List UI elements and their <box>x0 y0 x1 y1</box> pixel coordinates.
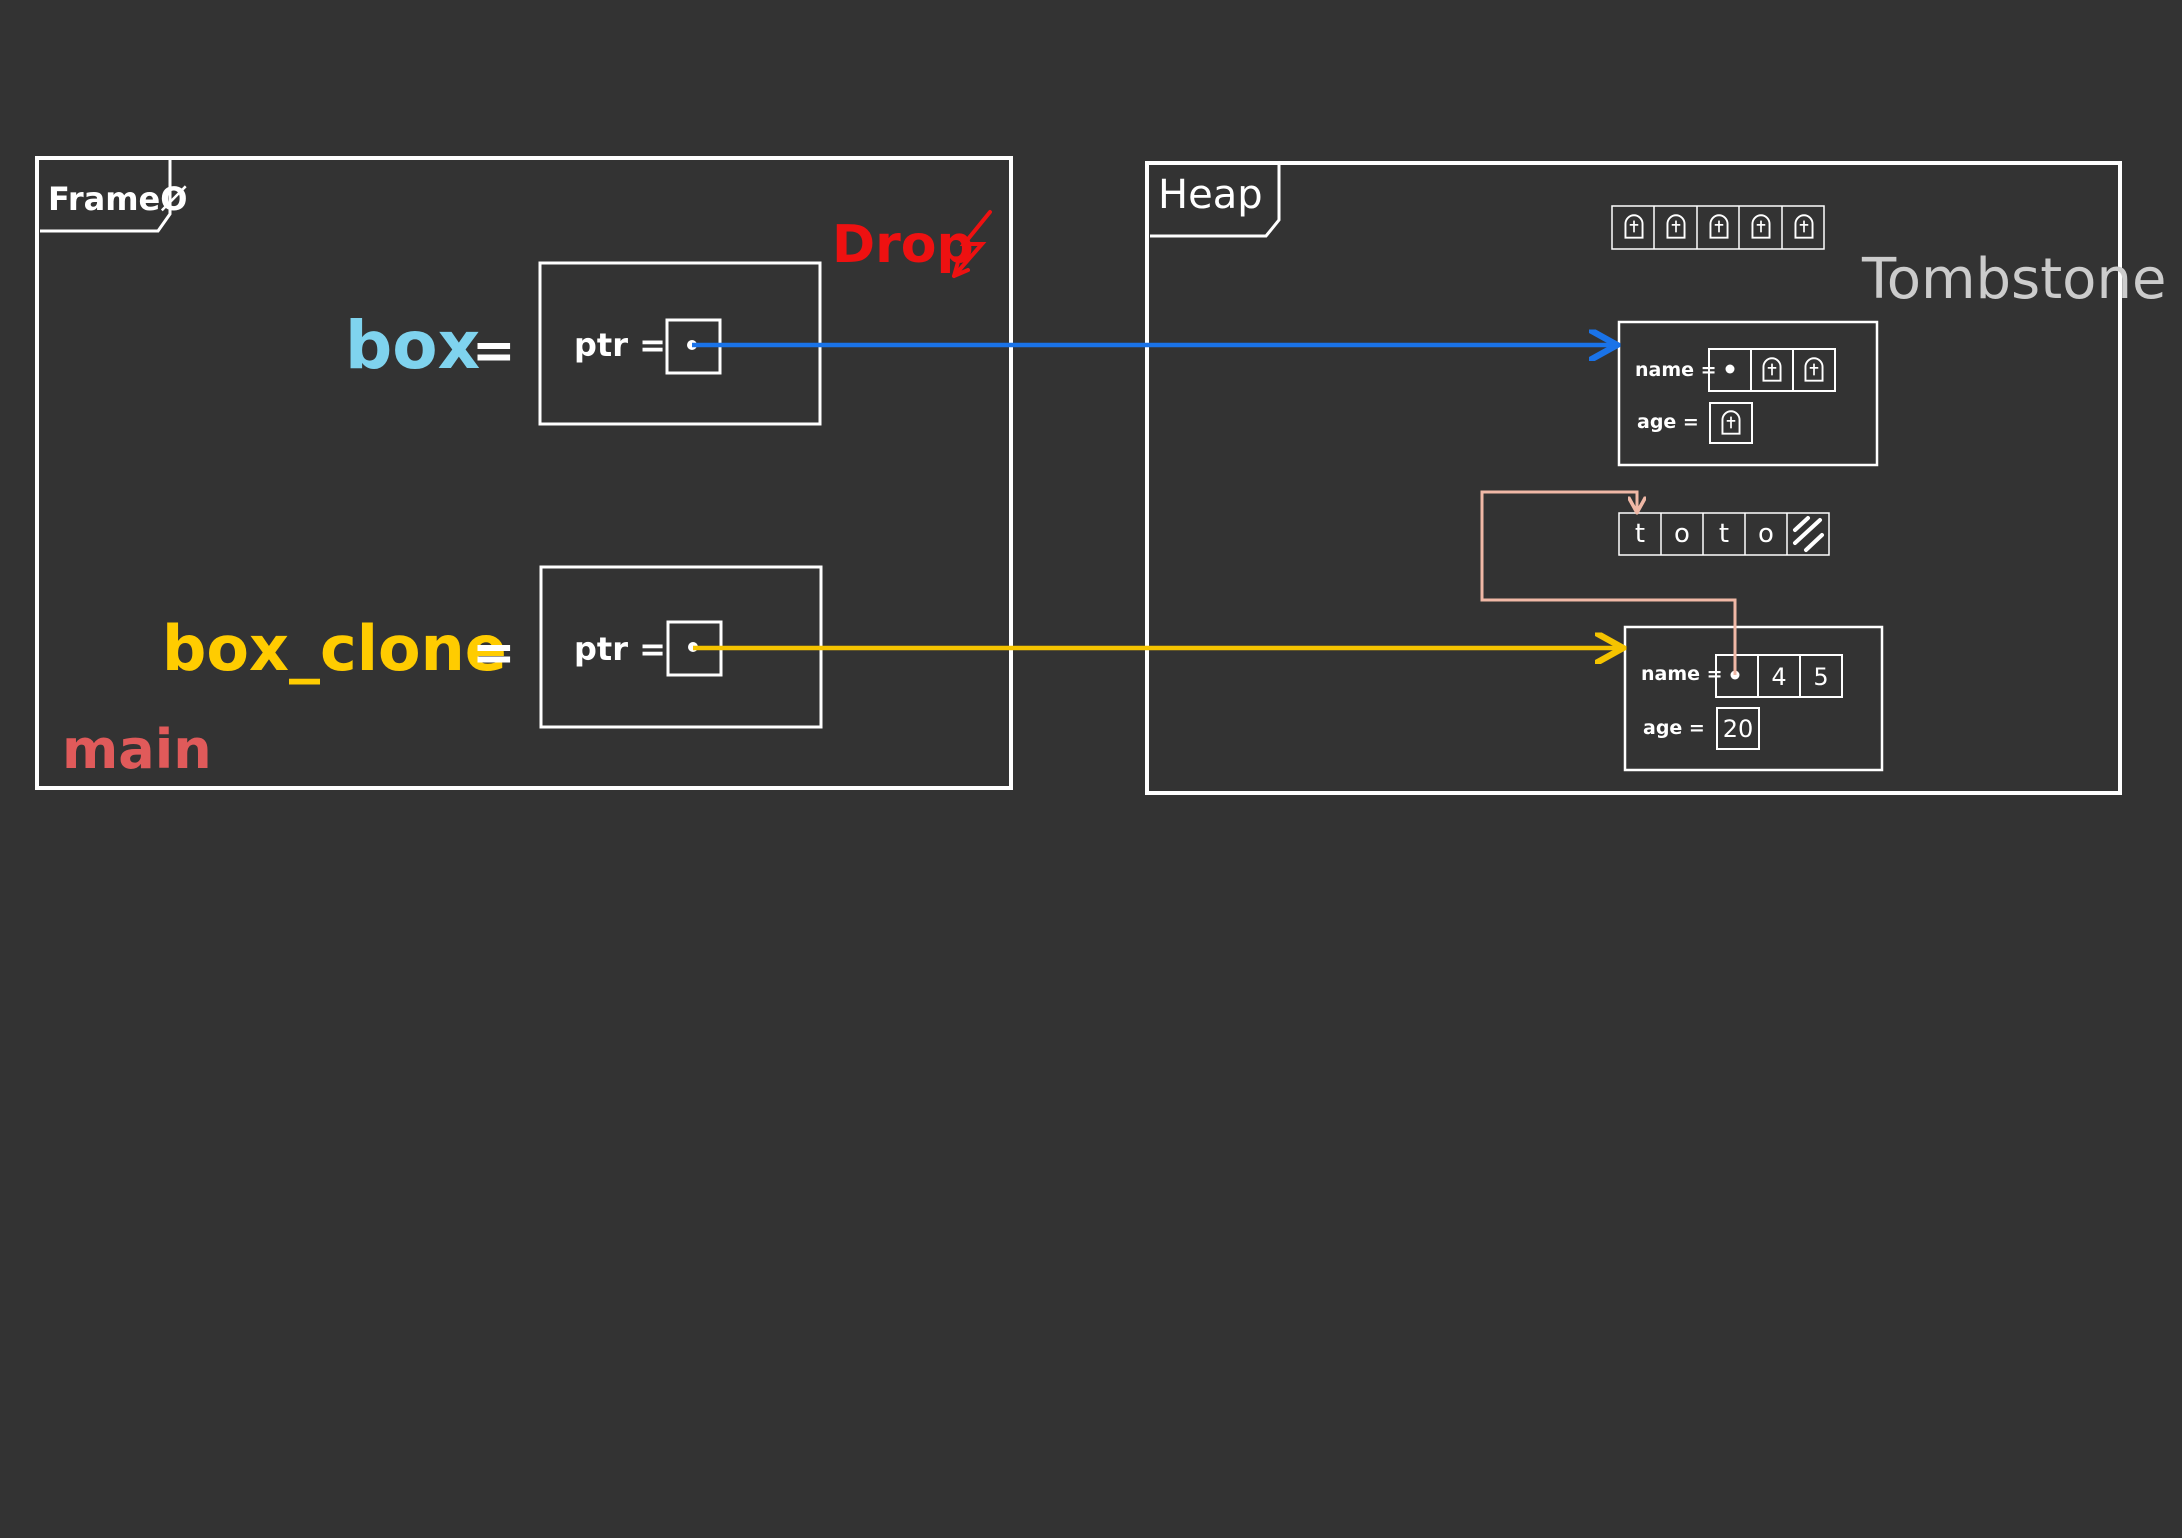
main-label: main <box>62 718 212 781</box>
dropped-struct: name = age = <box>1617 320 1879 467</box>
stack-frame-border <box>35 156 1013 790</box>
live-age-value: 20 <box>1723 715 1754 743</box>
tombstone-row-border <box>1611 205 1825 250</box>
stack-frame-title: FrameØ <box>48 180 187 218</box>
heap-frame-border <box>1145 161 2122 795</box>
tombstone-icon <box>1762 357 1782 382</box>
string-char-cell: o <box>1758 519 1774 549</box>
dropped-age-label: age = <box>1637 411 1699 433</box>
string-char-cell: o <box>1674 519 1690 549</box>
live-name-cells <box>1715 654 1843 698</box>
heap-frame: Heap Tombstone name = age = <box>1145 161 2166 795</box>
heap-frame-tab <box>1150 165 1281 238</box>
live-age-cell <box>1716 707 1760 750</box>
stack-frame: FrameØ Drop box = ptr = box_clone = ptr … <box>35 156 1013 790</box>
string-pointer-arrow <box>1480 490 1737 675</box>
var-box-label: box <box>345 307 480 384</box>
tombstone-icon <box>1624 214 1644 239</box>
dropped-age-cell <box>1709 402 1753 444</box>
box-ptr-label: ptr = <box>574 326 666 364</box>
heap-frame-title: Heap <box>1158 172 1263 218</box>
tombstone-icon <box>1709 214 1729 239</box>
var-box-clone-label: box_clone <box>162 612 507 685</box>
tombstone-label: Tombstone <box>1861 247 2166 312</box>
live-struct-border <box>1623 625 1884 772</box>
tombstone-icon <box>1804 357 1824 382</box>
string-buffer-border <box>1618 512 1830 556</box>
live-age-label: age = <box>1643 717 1705 739</box>
string-char-cell: t <box>1635 519 1645 549</box>
live-name-cap: 5 <box>1813 663 1828 691</box>
drop-label: Drop <box>832 215 974 275</box>
dropped-name-label: name = <box>1635 359 1717 381</box>
tombstone-row <box>1611 205 1825 250</box>
string-buffer: t o t o <box>1618 512 1830 556</box>
stack-frame-tab <box>40 160 172 233</box>
string-char-cell: t <box>1719 519 1729 549</box>
tombstone-icon <box>1721 410 1741 435</box>
tombstone-icon <box>1666 214 1686 239</box>
dropped-struct-border <box>1617 320 1879 467</box>
var-box-clone-equals: = <box>472 623 516 683</box>
dropped-name-ptr-dot <box>1725 364 1735 374</box>
tombstone-icon <box>1751 214 1771 239</box>
string-unused-cell-hatch <box>1793 516 1824 552</box>
live-name-len: 4 <box>1771 663 1786 691</box>
dropped-name-cells <box>1708 348 1836 392</box>
drop-bolt-icon <box>952 210 992 278</box>
var-box-equals: = <box>472 321 516 381</box>
tombstone-icon <box>1794 214 1814 239</box>
live-struct: name = 4 5 age = 20 <box>1623 625 1884 772</box>
live-name-label: name = <box>1641 663 1723 685</box>
box-clone-ptr-label: ptr = <box>574 630 666 668</box>
